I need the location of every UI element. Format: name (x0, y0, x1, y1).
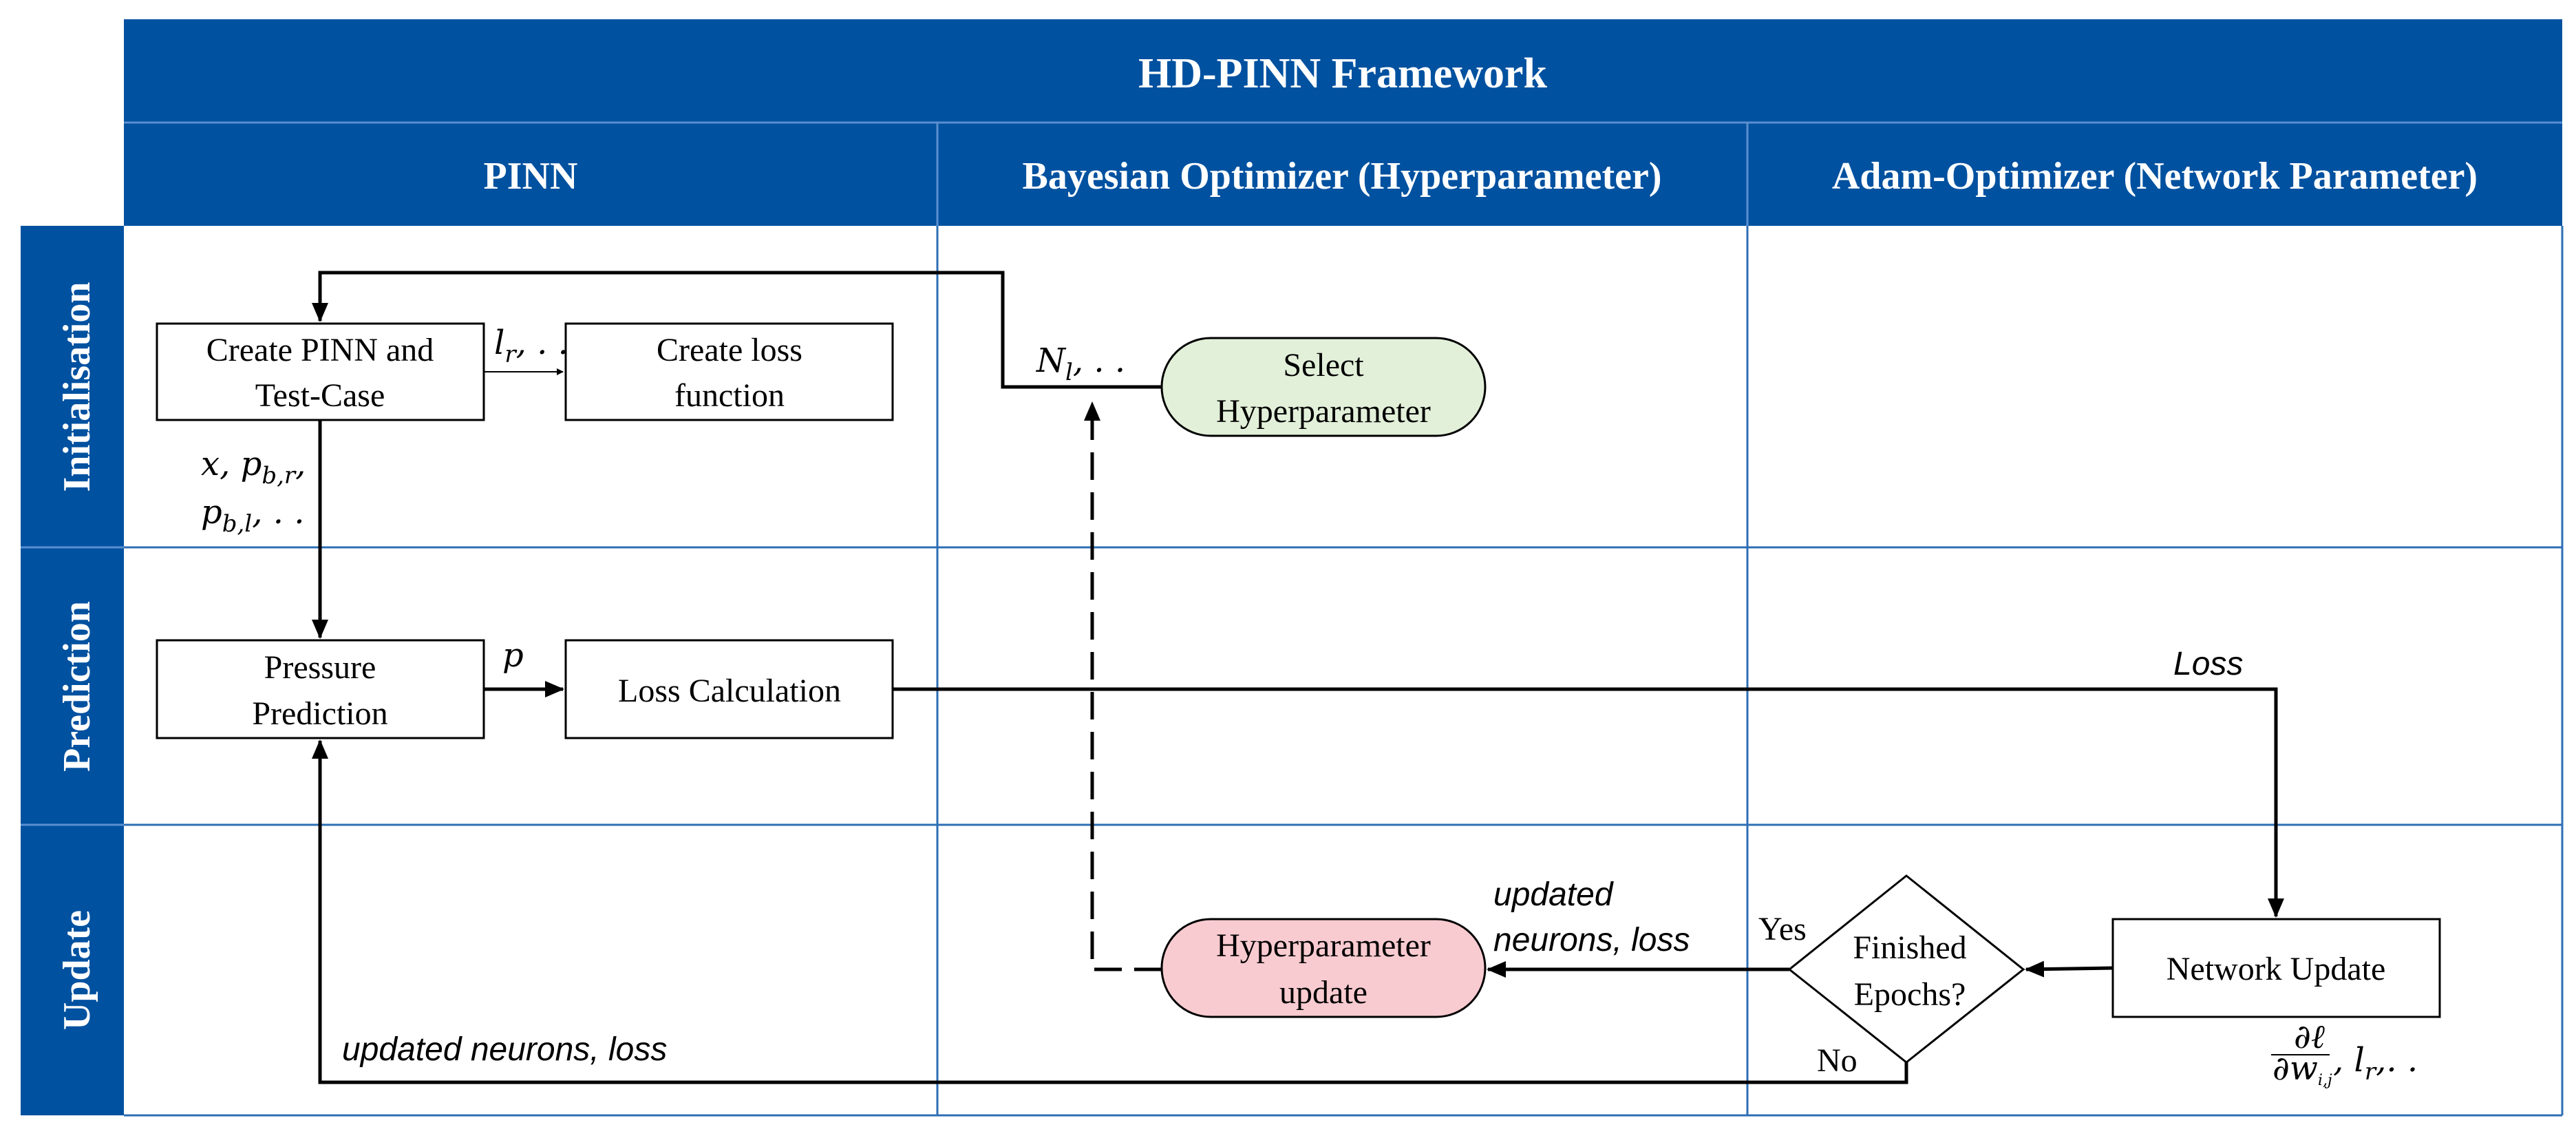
row-header-band (21, 226, 124, 1115)
label-x-pbr: x, pb,r, (201, 445, 306, 490)
row-header-update: Update (56, 910, 98, 1030)
svg-text:Loss Calculation: Loss Calculation (618, 673, 841, 709)
label-loss: Loss (2173, 646, 2243, 682)
svg-text:Select: Select (1283, 347, 1364, 383)
column-header-pinn: PINN (484, 155, 578, 198)
diagram-title: HD-PINN Framework (1138, 50, 1548, 97)
column-header-adam: Adam-Optimizer (Network Parameter) (1832, 155, 2478, 198)
svg-text:Create loss: Create loss (657, 332, 802, 368)
label-updated-neurons-loss-1b: neurons, loss (1493, 922, 1690, 958)
svg-text:Create PINN and: Create PINN and (206, 332, 434, 368)
svg-text:Test-Case: Test-Case (255, 377, 385, 414)
node-create-pinn: Create PINN and Test-Case (156, 322, 485, 421)
label-updated-neurons-loss-1a: updated (1493, 876, 1614, 913)
node-hyperparameter-update: Hyperparameter update (1160, 918, 1487, 1018)
label-gradient: ∂ℓ ∂wi,j , lr,. . (2271, 1018, 2418, 1089)
svg-text:Epochs?: Epochs? (1854, 976, 1966, 1013)
label-p: p (502, 636, 524, 675)
svg-text:Finished: Finished (1853, 929, 1966, 966)
node-finished-epochs: Finished Epochs? (1787, 874, 2025, 1064)
svg-text:, lr,. .: , lr,. . (2333, 1041, 2418, 1086)
edge-network-update-to-finished (2025, 960, 2114, 978)
title-band (124, 19, 2562, 123)
svg-text:∂ℓ: ∂ℓ (2294, 1018, 2325, 1056)
label-no: No (1817, 1042, 1858, 1079)
label-yes: Yes (1758, 911, 1807, 947)
edge-select-to-create-pinn (312, 271, 1162, 389)
label-pbl: pb,l, . . (201, 493, 304, 538)
row-header-initialisation: Initialisation (56, 282, 98, 492)
svg-text:Hyperparameter: Hyperparameter (1216, 393, 1431, 430)
node-loss-calculation: Loss Calculation (564, 639, 894, 739)
edge-finished-no-to-pressure (312, 739, 1908, 1084)
label-updated-neurons-loss-2: updated neurons, loss (342, 1031, 667, 1068)
edge-labels: lr, . . Nl, . . x, pb,r, pb,l, . . p Los… (201, 324, 2418, 1089)
svg-text:Network Update: Network Update (2167, 951, 2386, 987)
edge-loss-calc-to-network-update (893, 687, 2284, 918)
node-pressure-prediction: Pressure Prediction (156, 639, 485, 739)
connectors (312, 271, 2284, 1084)
svg-text:Hyperparameter: Hyperparameter (1216, 927, 1431, 964)
svg-text:function: function (674, 377, 785, 414)
node-network-update: Network Update (2111, 918, 2441, 1018)
svg-text:Pressure: Pressure (264, 649, 376, 686)
row-header-prediction: Prediction (56, 601, 98, 772)
column-header-band (124, 123, 2562, 226)
label-lr: lr, . . (494, 324, 568, 368)
column-header-bayesian: Bayesian Optimizer (Hyperparameter) (1023, 155, 1662, 198)
svg-text:Prediction: Prediction (252, 695, 387, 732)
svg-text:update: update (1279, 974, 1367, 1011)
svg-text:∂wi,j: ∂wi,j (2272, 1049, 2332, 1089)
node-create-loss: Create loss function (564, 322, 894, 421)
label-nl: Nl, . . (1036, 341, 1125, 386)
swimlane-grid (124, 226, 2564, 1117)
edge-hyper-update-to-select (1084, 401, 1162, 971)
node-select-hyperparameter: Select Hyperparameter (1160, 337, 1487, 437)
